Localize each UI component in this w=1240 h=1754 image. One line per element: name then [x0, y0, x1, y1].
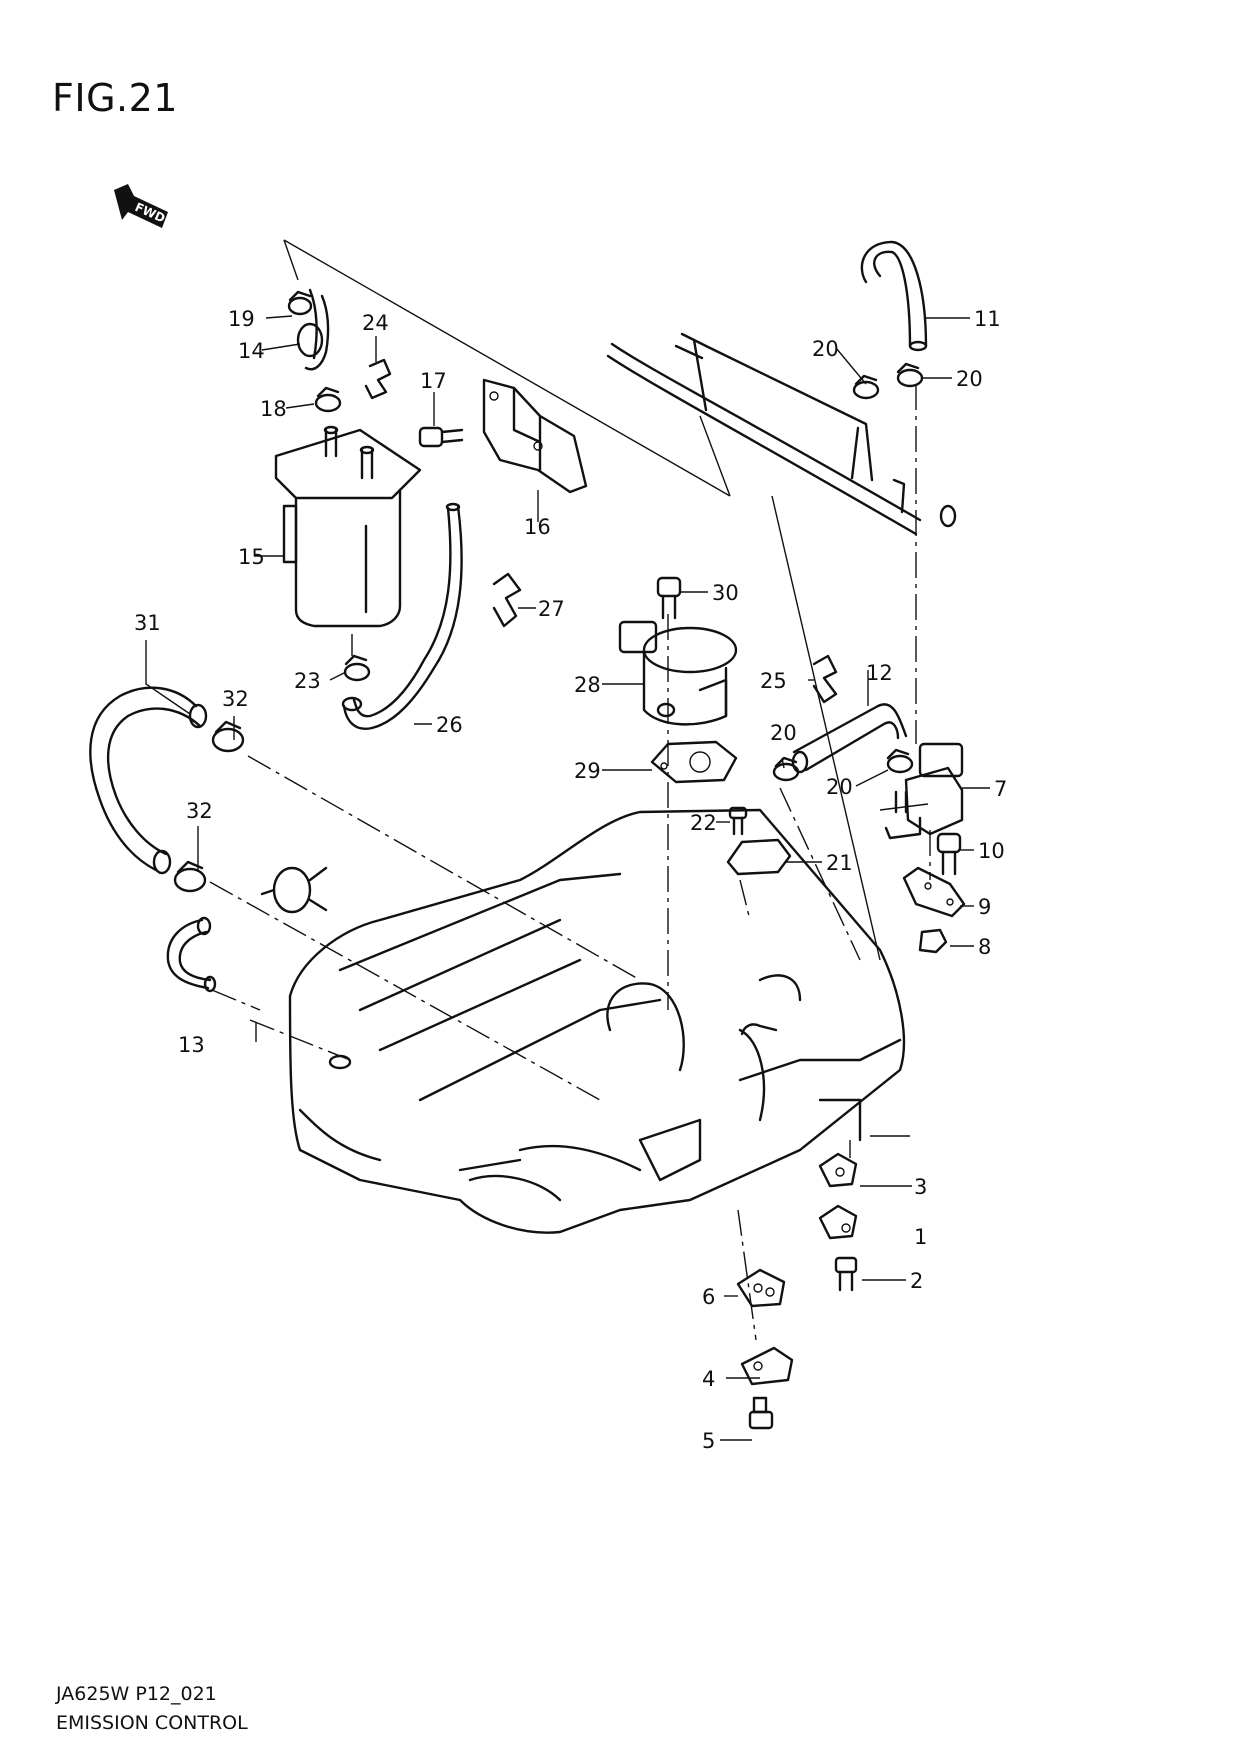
callout-20b: 20 [956, 367, 983, 391]
callout-18: 18 [260, 397, 287, 421]
callout-3: 3 [914, 1175, 927, 1199]
part-clamp-18[interactable] [314, 386, 342, 413]
part-gasket-6[interactable] [736, 1268, 786, 1308]
callout-31: 31 [134, 611, 161, 635]
callout-2: 2 [910, 1269, 923, 1293]
part-solenoid-7[interactable] [884, 742, 964, 840]
callout-17: 17 [420, 369, 447, 393]
callout-labels: 1 2 3 4 5 6 7 8 9 10 11 12 13 14 15 16 1… [134, 307, 1007, 1453]
callout-32b: 32 [186, 799, 213, 823]
callout-8: 8 [978, 935, 991, 959]
diagram-code: JA625W P12_021 [56, 1683, 217, 1705]
part-gasket-3[interactable] [818, 1152, 858, 1188]
part-clamp-20a[interactable] [852, 374, 880, 400]
callout-14: 14 [238, 339, 265, 363]
part-clip-24[interactable] [364, 358, 392, 400]
callout-4: 4 [702, 1367, 715, 1391]
callout-6: 6 [702, 1285, 715, 1309]
part-bolt-5[interactable] [748, 1396, 774, 1430]
part-hose-14[interactable] [296, 288, 330, 371]
diagram-name: EMISSION CONTROL [56, 1712, 248, 1734]
part-canister-15[interactable] [274, 425, 422, 628]
callout-20c: 20 [770, 721, 797, 745]
assembly-lines [209, 384, 931, 1341]
part-plate-21[interactable] [726, 838, 792, 876]
callout-1: 1 [914, 1225, 927, 1249]
callout-19: 19 [228, 307, 255, 331]
callout-7: 7 [994, 777, 1007, 801]
part-clamp-20b[interactable] [896, 362, 924, 388]
callout-20a: 20 [812, 337, 839, 361]
part-pipe-assembly[interactable] [606, 332, 957, 536]
figure-title: FIG.21 [52, 76, 178, 120]
callout-15: 15 [238, 545, 265, 569]
callout-23: 23 [294, 669, 321, 693]
callout-24: 24 [362, 311, 389, 335]
part-bolt-2[interactable] [834, 1256, 858, 1292]
part-clamp-20c[interactable] [772, 756, 800, 782]
callout-27: 27 [538, 597, 565, 621]
callout-29: 29 [574, 759, 601, 783]
part-clamp-32b[interactable] [173, 860, 207, 893]
callout-30: 30 [712, 581, 739, 605]
section-boundary [283, 239, 881, 961]
callout-13: 13 [178, 1033, 205, 1057]
part-hose-13[interactable] [166, 916, 217, 993]
part-bolt-17[interactable] [418, 426, 464, 448]
callout-12: 12 [866, 661, 893, 685]
callout-26: 26 [436, 713, 463, 737]
part-plate-1[interactable] [818, 1204, 858, 1240]
callout-10: 10 [978, 839, 1005, 863]
callout-16: 16 [524, 515, 551, 539]
part-clamp-32a[interactable] [211, 720, 245, 753]
part-hose-11[interactable] [860, 240, 928, 352]
part-plate-4[interactable] [740, 1346, 794, 1386]
part-hose-31[interactable] [89, 686, 208, 875]
engine-intake-manifold [288, 808, 906, 1234]
fwd-arrow-icon: FWD [114, 184, 168, 228]
part-bolt-30[interactable] [656, 576, 682, 620]
part-gasket-29[interactable] [650, 740, 738, 784]
part-clip-25[interactable] [812, 654, 838, 704]
part-hose-26[interactable] [341, 502, 463, 730]
part-clamp-20d[interactable] [886, 748, 914, 774]
part-nut-8[interactable] [918, 928, 948, 954]
part-valve-28[interactable] [618, 620, 738, 726]
part-clamp-23[interactable] [343, 654, 371, 682]
callout-leaders [145, 315, 990, 1441]
part-vacuum-valve[interactable] [260, 866, 328, 914]
part-bracket-16[interactable] [482, 378, 588, 494]
callout-20d: 20 [826, 775, 853, 799]
callout-9: 9 [978, 895, 991, 919]
callout-5: 5 [702, 1429, 715, 1453]
part-screw-22[interactable] [728, 806, 748, 836]
callout-32a: 32 [222, 687, 249, 711]
part-bracket-9[interactable] [902, 866, 966, 918]
part-clamp-19[interactable] [287, 290, 313, 316]
part-clip-27[interactable] [492, 572, 522, 628]
callout-22: 22 [690, 811, 717, 835]
part-bolt-10[interactable] [936, 832, 962, 876]
callout-21: 21 [826, 851, 853, 875]
callout-28: 28 [574, 673, 601, 697]
callout-25: 25 [760, 669, 787, 693]
callout-11: 11 [974, 307, 1001, 331]
